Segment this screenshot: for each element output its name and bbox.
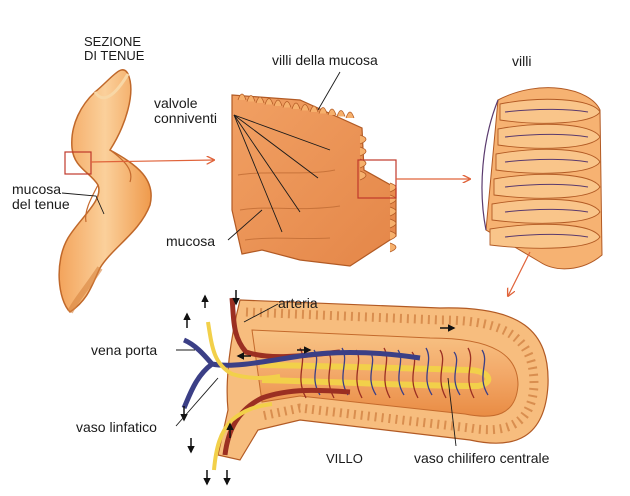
label-mucosa-tenue-line1: mucosa bbox=[12, 181, 62, 197]
mucosa-villus bbox=[237, 93, 247, 101]
villus-illustration bbox=[181, 297, 549, 471]
villus-vessel bbox=[504, 183, 589, 188]
mucosa-villus bbox=[389, 230, 397, 241]
villus-column bbox=[497, 123, 601, 149]
mucosa-villus bbox=[359, 134, 367, 145]
capillary bbox=[481, 349, 489, 396]
mucosa-villus bbox=[300, 104, 310, 111]
mucosa-villus bbox=[359, 170, 367, 181]
label-mucosa-tenue-line2: del tenue bbox=[12, 196, 70, 212]
zoom-arrow-3 bbox=[508, 251, 531, 296]
intestine-section-illustration bbox=[58, 69, 152, 314]
label-arteria: arteria bbox=[278, 295, 318, 311]
mucosa-villus bbox=[255, 96, 265, 104]
label-vaso-linfatico: vaso linfatico bbox=[76, 419, 157, 435]
capillary bbox=[439, 349, 447, 399]
villus-column bbox=[491, 198, 601, 224]
mucosa-villus bbox=[359, 146, 367, 157]
mucosa-block-illustration bbox=[231, 93, 397, 267]
label-sezione-line1: SEZIONE bbox=[84, 34, 142, 49]
mucosa-villus bbox=[282, 101, 292, 108]
villus-vessel bbox=[504, 108, 589, 113]
mucosa-villus bbox=[389, 206, 397, 217]
villus-vessel bbox=[504, 133, 589, 138]
mucosa-villus bbox=[336, 110, 346, 117]
villi-closeup-illustration bbox=[481, 87, 603, 270]
capillary bbox=[453, 351, 461, 396]
label-sezione-line2: DI TENUE bbox=[84, 48, 145, 63]
mucosa-villus bbox=[389, 218, 397, 229]
capillary bbox=[467, 347, 475, 399]
mucosa-villus bbox=[318, 107, 328, 114]
mucosa-villus bbox=[309, 105, 319, 113]
mucosa-villus bbox=[389, 194, 397, 205]
villus-column bbox=[499, 98, 601, 124]
mucosa-villus bbox=[327, 108, 337, 116]
mucosa-villus bbox=[389, 242, 397, 253]
villus-column bbox=[495, 148, 601, 174]
label-villi-mucosa: villi della mucosa bbox=[272, 52, 378, 68]
label-mucosa: mucosa bbox=[166, 233, 216, 249]
mucosa-villus bbox=[345, 111, 355, 119]
zoom-arrow-1 bbox=[90, 160, 214, 162]
mucosa-villus bbox=[246, 95, 256, 102]
label-villo: VILLO bbox=[326, 451, 363, 466]
flow-arrows bbox=[180, 290, 456, 486]
label-villi: villi bbox=[512, 53, 532, 69]
leader-lines bbox=[61, 71, 457, 447]
villus-vessel bbox=[504, 233, 589, 238]
mucosa-villus bbox=[291, 102, 301, 110]
label-vena-porta: vena porta bbox=[91, 342, 158, 358]
label-valvole-line1: valvole bbox=[154, 95, 198, 111]
zoom-box-1 bbox=[64, 151, 92, 175]
villus-vessel bbox=[504, 158, 589, 163]
villus-column bbox=[493, 173, 601, 199]
mucosa-villus bbox=[264, 98, 274, 105]
villus-vessel bbox=[504, 208, 589, 213]
capillary bbox=[425, 347, 433, 396]
villus-column bbox=[489, 223, 601, 249]
mucosa-villus bbox=[273, 99, 283, 107]
label-valvole-line2: conniventi bbox=[154, 110, 218, 126]
label-vaso-chilifero: vaso chilifero centrale bbox=[414, 450, 550, 466]
